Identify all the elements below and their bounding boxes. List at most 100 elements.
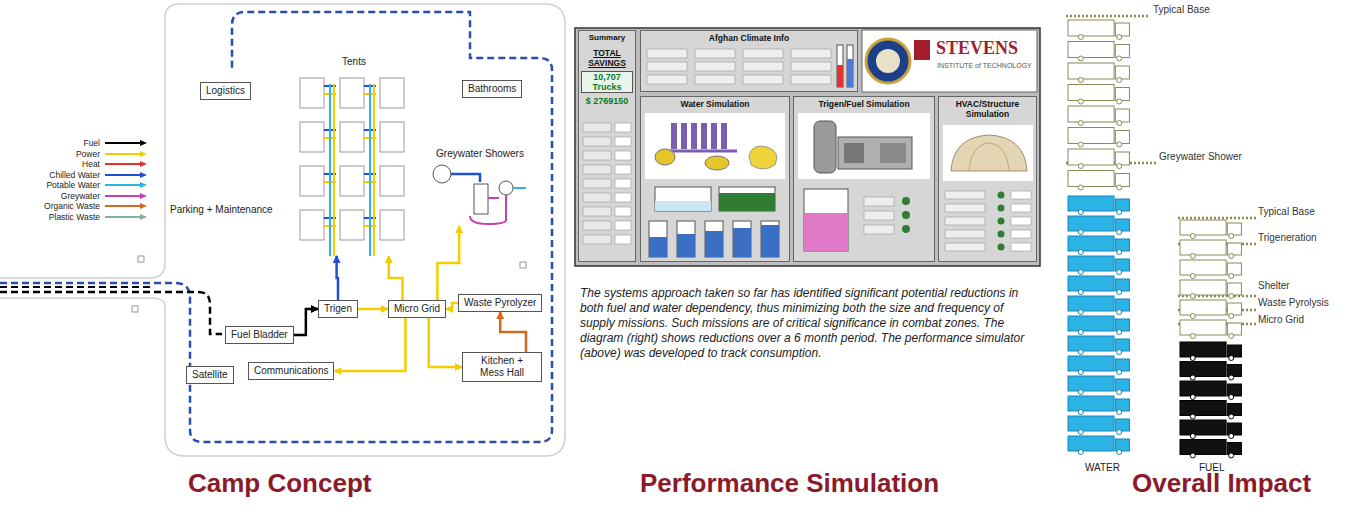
truck-wheel [1117,56,1122,61]
drawing-part [655,187,711,211]
node-text: Waste Pyrolyzer [464,297,536,309]
legend-row: Organic Waste [38,201,148,212]
truck-cab [1115,239,1129,251]
drawing-part [695,62,735,71]
truck-cab [1227,423,1241,435]
drawing-part [380,166,404,196]
truck-wheel [1078,270,1083,275]
text-label: Greywater Shower [1159,151,1242,162]
legend-text: Heat [38,159,100,169]
drawing-part [791,62,831,71]
drawing-part [743,49,783,58]
drawing-part [334,84,374,256]
truck-wheel [1117,350,1122,355]
text-label: Waste Pyrolysis [1258,297,1329,308]
legend-swatch [104,139,148,147]
drawing-part [433,165,451,183]
drawing-part [340,78,364,108]
marker-square [138,256,144,262]
legend-swatch [104,150,148,158]
node-text: Trigen/Fuel Simulation [796,99,932,109]
equipment-box: Trigen [318,300,358,318]
legend-row: Power [38,149,148,160]
water-simulation-art [641,97,791,263]
swatch-head [140,214,147,220]
text-label: STEVENS [936,38,1018,59]
node-text: Water Simulation [643,99,787,109]
node-text: Satellite [192,369,228,381]
drawing-part [951,135,1027,171]
truck-wheel [1229,314,1234,319]
drawing-part [945,217,985,225]
truck-wheel [1117,35,1122,40]
drawing-part [705,221,723,257]
legend-text: Chilled Water [38,170,100,180]
node-text: Afghan Climate Info [643,33,855,43]
truck-cab [1115,219,1129,231]
truck-wheel [1229,254,1234,259]
truck-body [1068,356,1114,371]
drawing-part [1011,217,1031,225]
simulation-panel: Water Simulation [640,96,790,262]
text-label: Micro Grid [1258,314,1304,325]
connector [358,308,388,311]
drawing-part [671,123,677,149]
text-label: Trigeneration [1258,232,1317,243]
truck-cab [1227,345,1241,357]
drawing-part [719,193,775,211]
truck-wheel [1117,270,1122,275]
shower-area: Greywater Showers [428,148,532,226]
drawing-part [969,143,1009,171]
truck-wheel [1190,356,1195,361]
drawing-part [791,49,831,58]
drawing-part [615,221,631,230]
truck-cab [1115,88,1129,101]
truck-wheel [1117,330,1122,335]
drawing-part [711,123,717,149]
truck-cab [1115,152,1129,165]
logo-shield [914,40,930,60]
connector [429,318,462,367]
truck-body [1180,220,1226,235]
text-label: Camp Concept [188,468,371,499]
node-text: Summary [581,33,633,42]
truck-body [1068,128,1114,144]
tents-grid [296,56,412,256]
node-text: TOTAL SAVINGS [581,48,633,68]
climate-panel: Afghan Climate Info [640,30,858,92]
drawing-part [647,75,687,84]
drawing-part [340,210,364,240]
legend-row: Potable Water [38,180,148,191]
text-label: FUEL [1199,462,1225,473]
truck-body [1180,280,1226,295]
text-label: Shelter [1258,280,1290,291]
drawing-part [902,197,910,205]
truck-body [1068,236,1114,251]
divider [1178,217,1256,220]
legend-text: Fuel [38,138,100,148]
equipment-box: Fuel Bladder [225,326,294,344]
connector [437,226,459,300]
drawing-part [733,228,751,257]
equipment-box: Communications [248,362,334,380]
drawing-part [847,59,853,87]
node-text: Trigen [324,303,352,315]
text-label: WATER [1085,462,1120,473]
truck-body [1068,436,1114,451]
drawing-part [677,221,695,257]
node-text: 10,707 Trucks [581,71,633,93]
truck-wheel [1078,350,1083,355]
drawing-part [837,45,843,87]
truck-wheel [1078,230,1083,235]
truck-body [1068,20,1114,36]
drawing-part [300,78,324,108]
truck-body [1068,85,1114,101]
truck-cab [1227,443,1241,455]
truck-cab [1227,223,1241,235]
truck-cab [1115,45,1129,58]
truck-wheel [1117,430,1122,435]
legend-swatch [104,213,148,221]
truck-wheel [1117,250,1122,255]
drawing-part [998,244,1005,251]
road-outline [0,4,565,456]
